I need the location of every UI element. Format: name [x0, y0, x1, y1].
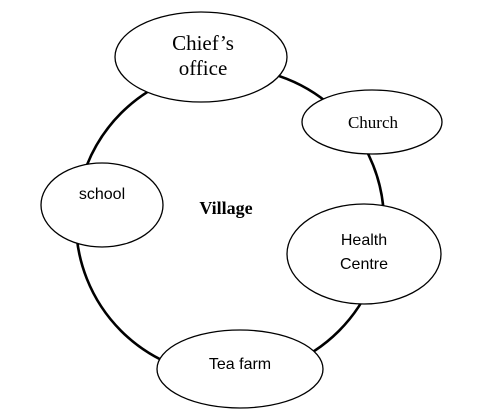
node-school-label: school — [79, 186, 125, 203]
node-tea-farm-ellipse — [156, 329, 324, 409]
node-school: school — [40, 162, 164, 248]
node-church: Church — [301, 89, 443, 155]
node-tea-farm-label: Tea farm — [209, 356, 271, 373]
node-chiefs-office: Chief’s office — [114, 11, 288, 103]
node-chiefs-office-label-line1: Chief’s — [172, 31, 234, 55]
node-health-centre-ellipse — [286, 203, 442, 305]
node-tea-farm: Tea farm — [156, 329, 324, 409]
center-label: Village — [199, 198, 252, 218]
node-health-centre-label-line2: Centre — [340, 256, 388, 273]
node-health-centre-label-line1: Health — [341, 232, 387, 249]
node-chiefs-office-label-line2: office — [179, 56, 228, 80]
node-chiefs-office-ellipse — [114, 11, 288, 103]
node-health-centre: Health Centre — [286, 203, 442, 305]
node-church-label: Church — [348, 113, 399, 132]
node-church-ellipse — [301, 89, 443, 155]
node-school-ellipse — [40, 162, 164, 248]
